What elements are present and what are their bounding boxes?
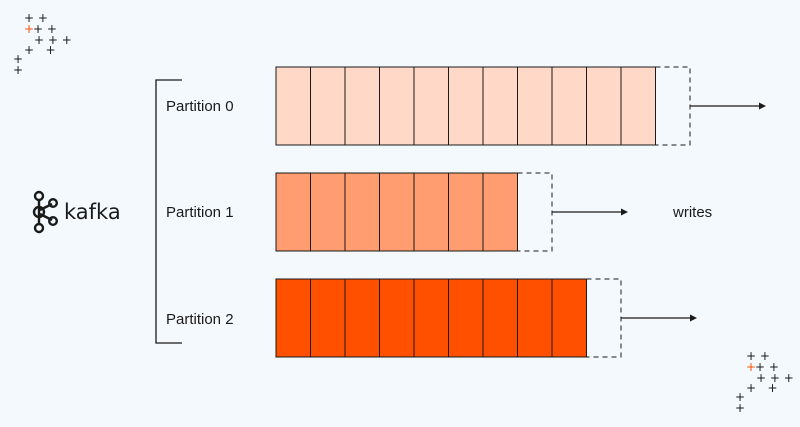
partition-0-segment: [620, 66, 656, 146]
svg-text:+: +: [13, 52, 23, 66]
partition-2-label: Partition 2: [166, 311, 234, 328]
partition-2-write-arrow: [621, 314, 697, 322]
partition-2-segment: [275, 278, 311, 358]
partition-0-segment: [482, 66, 518, 146]
partition-1-segment: [310, 172, 346, 252]
kafka-logo-icon: [32, 190, 59, 234]
svg-text:+: +: [735, 390, 745, 404]
partition-2-log: [275, 278, 697, 358]
partition-0-next-segment: [655, 66, 691, 146]
partition-1-segment: [275, 172, 311, 252]
partition-0-segment: [413, 66, 449, 146]
partition-0-segment: [517, 66, 553, 146]
partition-1-write-arrow: [552, 208, 628, 216]
partition-1-log: [275, 172, 628, 252]
partition-1-segment: [344, 172, 380, 252]
partition-0-write-arrow: [690, 102, 766, 110]
kafka-logo: kafka: [32, 190, 121, 234]
svg-text:+ +: + +: [24, 11, 48, 25]
svg-text:+ +: + +: [746, 381, 778, 395]
partition-bracket: [155, 79, 182, 344]
partition-1-next-segment: [517, 172, 553, 252]
partition-1-segment: [413, 172, 449, 252]
partition-2-segment: [482, 278, 518, 358]
partition-2-segment: [551, 278, 587, 358]
svg-text:+ +: + +: [746, 349, 770, 363]
partition-2-next-segment: [586, 278, 622, 358]
partition-logs: [275, 66, 766, 358]
svg-text:+: +: [735, 401, 745, 415]
partition-1-segment: [379, 172, 415, 252]
partition-2-segment: [517, 278, 553, 358]
svg-text:+ +: + +: [33, 22, 57, 36]
svg-text:+ + +: + + +: [756, 371, 794, 385]
partition-0-segment: [551, 66, 587, 146]
svg-text:+: +: [13, 63, 23, 77]
partition-2-segment: [413, 278, 449, 358]
partition-2-segment: [344, 278, 380, 358]
partition-0-segment: [448, 66, 484, 146]
svg-text:+: +: [746, 360, 756, 374]
svg-text:+: +: [24, 22, 34, 36]
partition-1-segment: [482, 172, 518, 252]
svg-text:+ +: + +: [24, 43, 56, 57]
kafka-logo-text: kafka: [64, 200, 121, 224]
svg-text:+ + +: + + +: [34, 33, 72, 47]
plus-cluster-top-left-icon: + + + + + + + + + + + +: [13, 11, 72, 77]
partition-0-log: [275, 66, 766, 146]
partition-0-segment: [344, 66, 380, 146]
partition-2-segment: [448, 278, 484, 358]
partition-0-segment: [379, 66, 415, 146]
partition-2-segment: [310, 278, 346, 358]
partition-0-label: Partition 0: [166, 98, 234, 115]
writes-label: writes: [672, 204, 712, 221]
partition-2-segment: [379, 278, 415, 358]
plus-cluster-bottom-right-icon: + + + + + + + + + + + +: [735, 349, 794, 415]
partition-1-segment: [448, 172, 484, 252]
svg-text:+ +: + +: [755, 360, 779, 374]
partition-0-segment: [275, 66, 311, 146]
partition-1-label: Partition 1: [166, 204, 234, 221]
partition-0-segment: [310, 66, 346, 146]
partition-0-segment: [586, 66, 622, 146]
